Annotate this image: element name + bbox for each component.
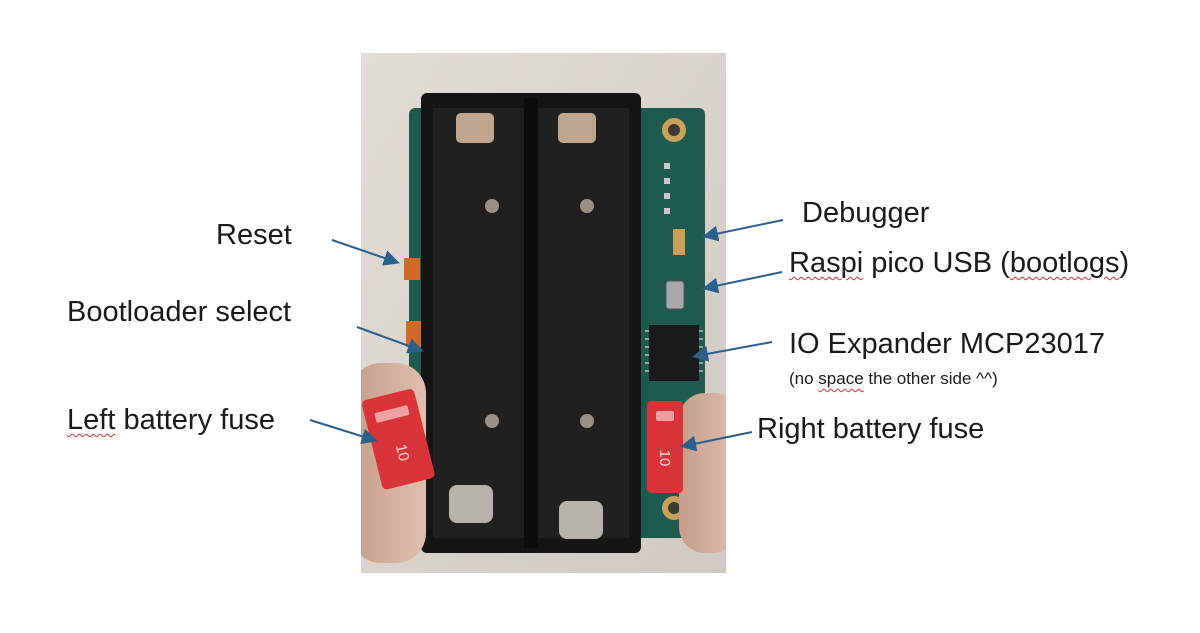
io-expander-arrow [692, 341, 773, 362]
io-note-space: space [818, 369, 864, 388]
right-finger [679, 393, 726, 553]
left-fuse-label: 10 [392, 443, 413, 463]
usb-mid: pico USB ( [871, 247, 1010, 279]
io-note-post: the other side ^^) [863, 369, 998, 388]
usb-arrow [702, 271, 783, 294]
left-fuse: 10 [362, 389, 435, 490]
io-note-pre: (no [789, 369, 819, 388]
spring-contact [456, 113, 494, 143]
right-fuse: 10 [647, 401, 683, 493]
io-expander-label: IO Expander MCP23017 [789, 328, 1105, 360]
left-fuse-rest: battery fuse [123, 404, 275, 436]
screw [580, 414, 594, 428]
spring-contact [558, 113, 596, 143]
right-fuse-label: 10 [656, 450, 673, 467]
bootloader-arrow [356, 326, 424, 354]
screw [580, 199, 594, 213]
board-photo: 10 10 [361, 53, 726, 573]
left-fuse-label-text: Left battery fuse [67, 406, 275, 435]
screw [485, 414, 499, 428]
reset-button [404, 258, 420, 280]
left-word: Left [67, 404, 116, 436]
usb-label: Raspi pico USB (bootlogs) [789, 249, 1129, 278]
io-expander-chip [649, 325, 699, 381]
debugger-arrow [702, 219, 784, 242]
right-fuse-arrow [680, 431, 753, 452]
bottom-contact [559, 501, 603, 539]
usb-connector [665, 280, 685, 310]
debugger-header [664, 163, 685, 255]
screw [485, 199, 499, 213]
bottom-contact [449, 485, 493, 523]
io-expander-note: (no space the other side ^^) [789, 370, 998, 387]
usb-end: ) [1119, 247, 1130, 279]
bootloader-label: Bootloader select [67, 296, 292, 328]
reset-label: Reset [216, 219, 292, 251]
right-fuse-label-text: Right battery fuse [757, 413, 985, 445]
debugger-label: Debugger [802, 197, 930, 229]
bootlogs-word: bootlogs [1009, 247, 1120, 279]
raspi-word: Raspi [789, 247, 864, 279]
reset-arrow [331, 239, 400, 266]
left-fuse-arrow [309, 419, 378, 445]
